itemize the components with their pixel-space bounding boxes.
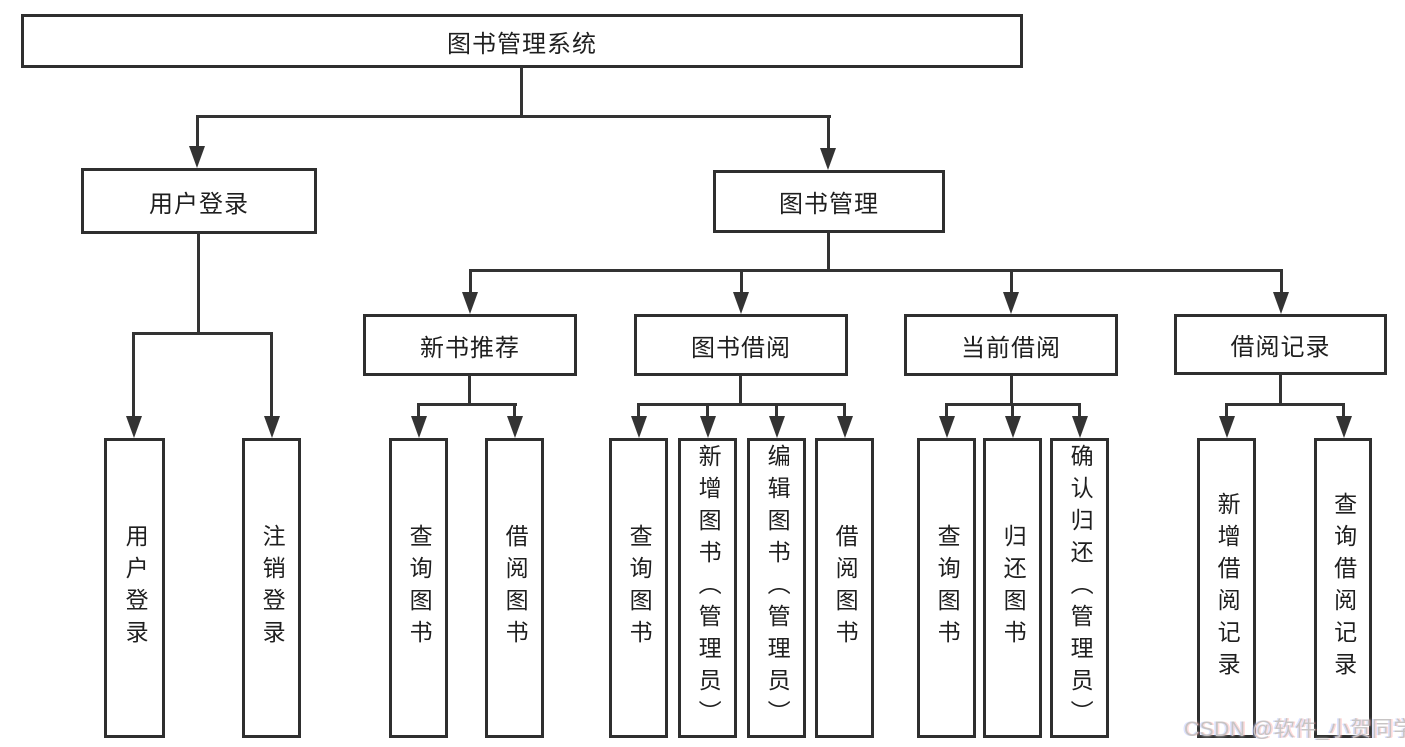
leaf-borrow-books: 借阅图书 [815, 438, 874, 738]
leaf-query-books-recommend: 查询图书 [389, 438, 448, 738]
leaf-label: 用户登录 [122, 524, 149, 652]
arrowhead-down-icon [1336, 416, 1352, 438]
node-book-borrow: 图书借阅 [634, 314, 848, 376]
connector-line [1010, 269, 1013, 294]
leaf-return-books: 归还图书 [983, 438, 1042, 738]
arrowhead-down-icon [1003, 292, 1019, 314]
node-new-book-recommend: 新书推荐 [363, 314, 577, 376]
arrowhead-down-icon [939, 416, 955, 438]
arrowhead-down-icon [264, 416, 280, 438]
leaf-label: 确认归还（管理员） [1067, 444, 1094, 732]
leaf-label: 查询图书 [934, 524, 961, 652]
leaf-label: 查询图书 [626, 524, 653, 652]
leaf-label: 编辑图书（管理员） [764, 444, 791, 732]
connector-line [132, 332, 273, 335]
connector-line [513, 403, 516, 419]
arrowhead-down-icon [837, 416, 853, 438]
leaf-query-books-borrow: 查询图书 [609, 438, 668, 738]
connector-line [740, 269, 743, 294]
connector-line [417, 403, 517, 406]
leaf-add-books-admin: 新增图书（管理员） [678, 438, 737, 738]
leaf-edit-books-admin: 编辑图书（管理员） [747, 438, 806, 738]
connector-line [196, 115, 831, 118]
arrowhead-down-icon [631, 416, 647, 438]
arrowhead-down-icon [820, 148, 836, 170]
connector-line [469, 269, 1283, 272]
connector-line [775, 403, 778, 419]
leaf-label: 新增图书（管理员） [695, 444, 722, 732]
leaf-label: 归还图书 [1000, 524, 1027, 652]
leaf-label: 查询图书 [406, 524, 433, 652]
leaf-user-login: 用户登录 [104, 438, 165, 738]
connector-line [1011, 403, 1014, 419]
leaf-query-borrow-record: 查询借阅记录 [1314, 438, 1372, 738]
arrowhead-down-icon [1273, 292, 1289, 314]
leaf-add-borrow-record: 新增借阅记录 [1197, 438, 1256, 738]
connector-line [196, 115, 199, 148]
connector-line [1010, 375, 1013, 406]
arrowhead-down-icon [126, 416, 142, 438]
connector-line [827, 231, 830, 272]
arrowhead-down-icon [700, 416, 716, 438]
arrowhead-down-icon [507, 416, 523, 438]
leaf-label: 注销登录 [259, 524, 286, 652]
node-book-management: 图书管理 [713, 170, 945, 233]
connector-line [637, 403, 846, 406]
node-user-login: 用户登录 [81, 168, 317, 234]
arrowhead-down-icon [411, 416, 427, 438]
leaf-query-books-current: 查询图书 [917, 438, 976, 738]
node-borrow-records: 借阅记录 [1174, 314, 1387, 375]
connector-line [706, 403, 709, 419]
node-root: 图书管理系统 [21, 14, 1023, 68]
arrowhead-down-icon [1219, 416, 1235, 438]
node-current-borrow: 当前借阅 [904, 314, 1118, 376]
leaf-label: 借阅图书 [502, 524, 529, 652]
arrowhead-down-icon [1072, 416, 1088, 438]
connector-line [197, 232, 200, 335]
arrowhead-down-icon [462, 292, 478, 314]
connector-line [270, 332, 273, 418]
leaf-label: 新增借阅记录 [1214, 492, 1241, 684]
connector-line [739, 375, 742, 406]
connector-line [843, 403, 846, 419]
arrowhead-down-icon [189, 146, 205, 168]
connector-line [1280, 269, 1283, 294]
leaf-confirm-return-admin: 确认归还（管理员） [1050, 438, 1109, 738]
leaf-label: 借阅图书 [832, 524, 859, 652]
arrowhead-down-icon [769, 416, 785, 438]
csdn-watermark: CSDN @软件_小贺同学 [1184, 718, 1405, 741]
arrowhead-down-icon [733, 292, 749, 314]
connector-line [1342, 403, 1345, 419]
connector-line [1225, 403, 1345, 406]
connector-line [468, 375, 471, 406]
connector-line [132, 332, 135, 418]
connector-line [1078, 403, 1081, 419]
leaf-label: 查询借阅记录 [1330, 492, 1357, 684]
leaf-logout: 注销登录 [242, 438, 301, 738]
connector-line [945, 403, 948, 419]
connector-line [637, 403, 640, 419]
connector-line [1279, 373, 1282, 406]
connector-line [417, 403, 420, 419]
connector-line [1225, 403, 1228, 419]
connector-line [469, 269, 472, 294]
leaf-borrow-books-recommend: 借阅图书 [485, 438, 544, 738]
connector-line [520, 66, 523, 118]
arrowhead-down-icon [1005, 416, 1021, 438]
connector-line [827, 115, 830, 150]
